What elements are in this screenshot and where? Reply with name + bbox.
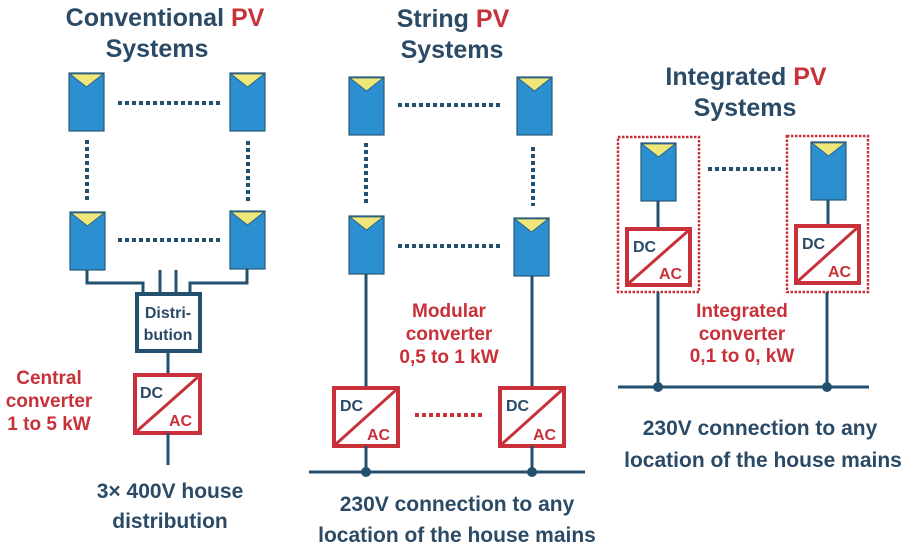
solar-panel-icon	[516, 76, 553, 136]
modular-converter-label-line3: 0,5 to 1 kW	[399, 347, 498, 368]
central-converter-label-line1: Central	[16, 368, 81, 389]
dc-ac-converter-icon: DC AC	[133, 373, 202, 435]
central-converter-label-line3: 1 to 5 kW	[7, 414, 90, 435]
wire	[188, 269, 249, 293]
solar-panel-icon	[640, 142, 677, 202]
converter-ac-label: AC	[367, 427, 391, 444]
string-output-label-line2: location of the house mains	[318, 524, 596, 547]
central-converter-label-line2: converter	[6, 391, 93, 412]
integrated-converter-label-line2: converter	[699, 324, 786, 345]
junction-node	[822, 382, 832, 392]
integrated-converter-label-line3: 0,1 to 0, kW	[690, 346, 795, 367]
conventional-output-label-line1: 3× 400V house	[97, 480, 244, 503]
distribution-label-line1: Distri-	[145, 305, 191, 322]
converter-ac-label: AC	[659, 266, 683, 283]
converter-ac-label: AC	[169, 413, 193, 430]
junction-node	[653, 382, 663, 392]
solar-panel-icon	[68, 72, 105, 132]
integrated-title-line2: Systems	[694, 94, 797, 122]
string-title-line1: String PV	[397, 5, 510, 33]
converter-dc-label: DC	[140, 385, 164, 402]
conventional-title-line1: Conventional PV	[66, 4, 265, 32]
converter-dc-label: DC	[506, 398, 530, 415]
modular-converter-label-line2: converter	[406, 324, 493, 345]
dc-ac-converter-icon: DC AC	[625, 227, 692, 287]
integrated-pv-section: Integrated PV Systems DC AC DC AC Integr…	[616, 63, 902, 472]
integrated-title-line1: Integrated PV	[665, 63, 826, 91]
solar-panel-icon	[348, 76, 385, 136]
converter-dc-label: DC	[802, 236, 826, 253]
dc-ac-converter-icon: DC AC	[332, 386, 400, 448]
solar-panel-icon	[348, 215, 385, 275]
solar-panel-icon	[513, 217, 550, 277]
dc-ac-converter-icon: DC AC	[794, 224, 861, 285]
solar-panel-icon	[229, 210, 266, 270]
string-pv-section: String PV Systems DC AC DC AC Modu	[309, 5, 596, 547]
solar-panel-icon	[229, 72, 266, 132]
converter-dc-label: DC	[340, 398, 364, 415]
junction-node	[527, 467, 537, 477]
conventional-title-line2: Systems	[106, 35, 209, 63]
string-title-line2: Systems	[401, 36, 504, 64]
string-output-label-line1: 230V connection to any	[340, 493, 575, 516]
integrated-output-label-line1: 230V connection to any	[643, 417, 878, 440]
distribution-label-line2: bution	[144, 327, 193, 344]
conventional-output-label-line2: distribution	[112, 510, 227, 533]
converter-ac-label: AC	[828, 264, 852, 281]
dc-ac-converter-icon: DC AC	[498, 386, 566, 448]
modular-converter-label-line1: Modular	[412, 301, 486, 322]
converter-dc-label: DC	[633, 239, 657, 256]
converter-ac-label: AC	[533, 427, 557, 444]
junction-node	[361, 467, 371, 477]
integrated-converter-label-line1: Integrated	[696, 301, 788, 322]
wire	[85, 270, 145, 293]
integrated-output-label-line2: location of the house mains	[624, 449, 902, 472]
solar-panel-icon	[69, 211, 106, 271]
conventional-pv-section: Conventional PV Systems Distri- bution D…	[6, 4, 266, 533]
solar-panel-icon	[810, 141, 847, 201]
distribution-box-icon: Distri- bution	[135, 292, 202, 353]
